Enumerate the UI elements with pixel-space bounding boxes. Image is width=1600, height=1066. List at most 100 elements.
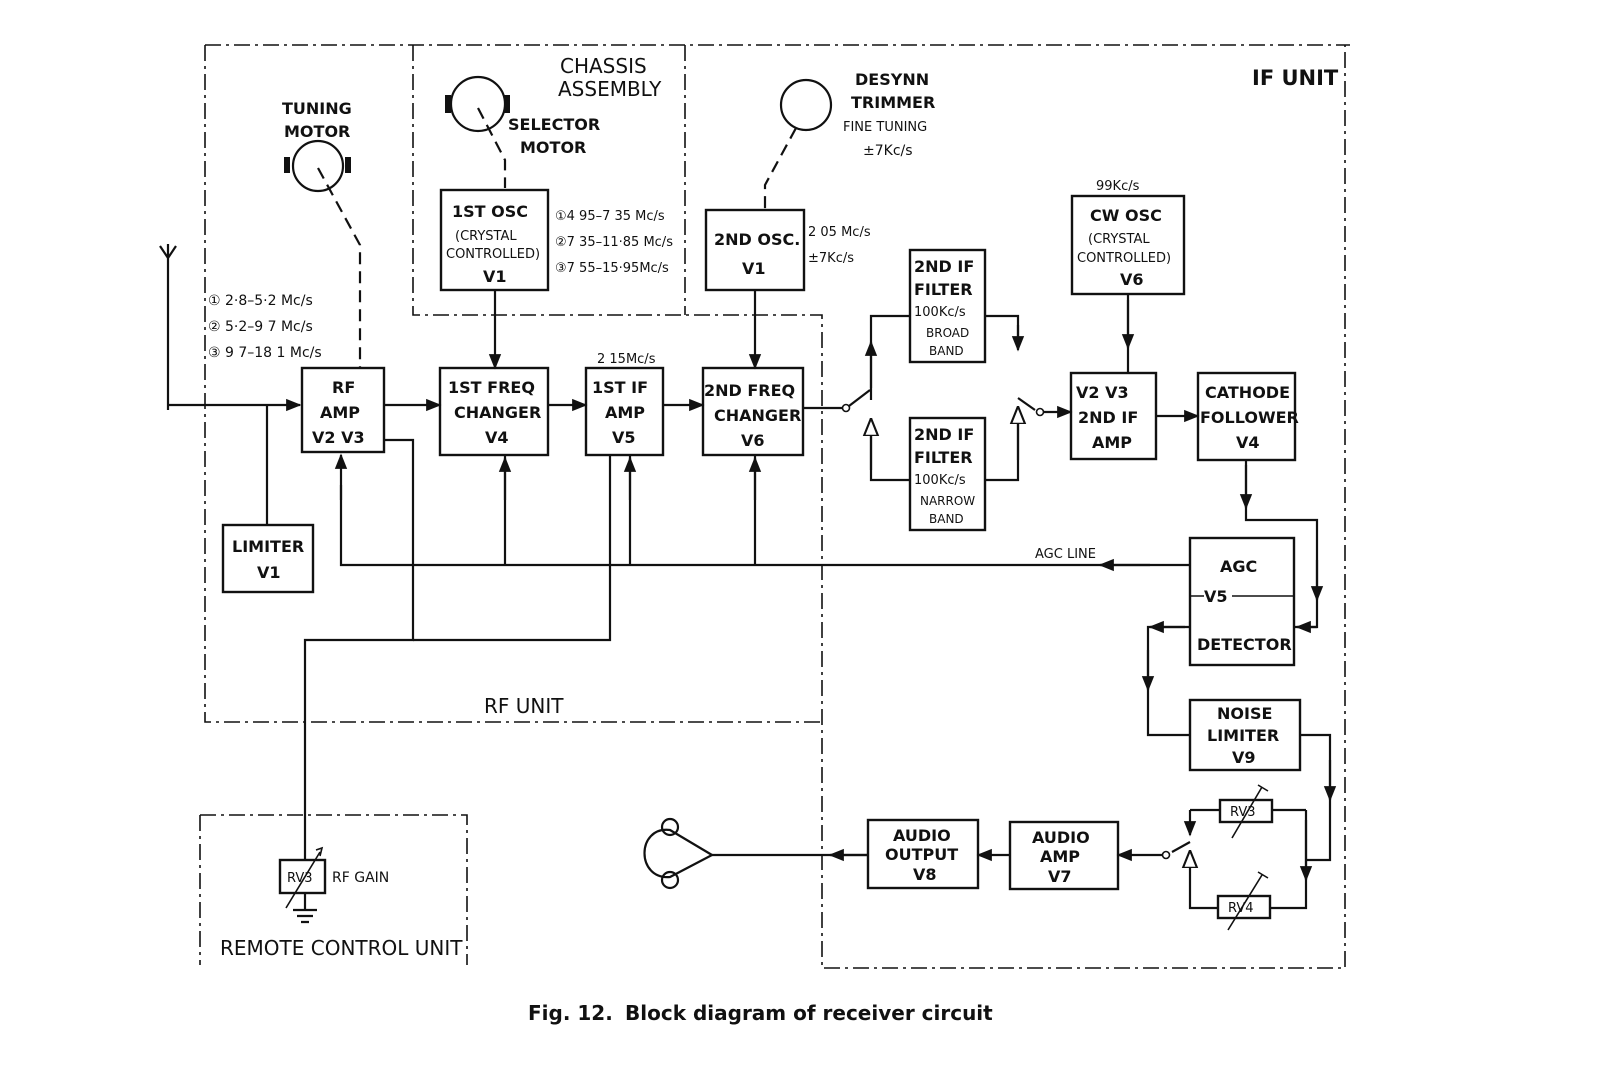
- svg-text:BAND: BAND: [929, 344, 964, 358]
- desynn-label-2: TRIMMER: [851, 93, 935, 112]
- svg-text:2ND FREQ: 2ND FREQ: [704, 381, 795, 400]
- limiter-block: LIMITER V1: [221, 523, 315, 594]
- svg-text:AUDIO: AUDIO: [1032, 828, 1090, 847]
- svg-text:OUTPUT: OUTPUT: [885, 845, 958, 864]
- svg-text:FILTER: FILTER: [914, 448, 973, 467]
- svg-text:CW OSC: CW OSC: [1090, 206, 1162, 225]
- rf-amp-block: RF AMP V2 V3: [300, 366, 386, 454]
- osc2-freq-2: ±7Kc/s: [808, 251, 854, 266]
- svg-text:V5: V5: [612, 428, 636, 447]
- rf-unit-label: RF UNIT: [484, 694, 564, 718]
- svg-text:V2 V3: V2 V3: [312, 428, 365, 447]
- desynn-label-4: ±7Kc/s: [863, 143, 913, 159]
- svg-text:2ND IF: 2ND IF: [914, 257, 974, 276]
- svg-text:1ST OSC: 1ST OSC: [452, 202, 528, 221]
- svg-text:NARROW: NARROW: [920, 494, 975, 508]
- chassis-label-2: ASSEMBLY: [558, 77, 662, 101]
- figure-title: Block diagram of receiver circuit: [625, 1001, 993, 1025]
- svg-text:AMP: AMP: [1040, 847, 1080, 866]
- svg-text:BROAD: BROAD: [926, 326, 969, 340]
- signal-path: [384, 290, 1337, 910]
- svg-text:CHANGER: CHANGER: [714, 406, 801, 425]
- svg-text:AMP: AMP: [605, 403, 645, 422]
- svg-text:V2 V3: V2 V3: [1076, 383, 1129, 402]
- svg-text:100Kc/s: 100Kc/s: [914, 473, 966, 488]
- svg-text:(CRYSTAL: (CRYSTAL: [1088, 232, 1150, 247]
- svg-text:V4: V4: [1236, 433, 1260, 452]
- svg-text:RV3: RV3: [287, 871, 313, 886]
- rf-gain-pot: RV3: [278, 846, 327, 924]
- agc-line-label: AGC LINE: [1035, 547, 1096, 562]
- svg-text:V8: V8: [913, 865, 937, 884]
- unit-boundaries: [199, 44, 1350, 969]
- svg-text:FILTER: FILTER: [914, 280, 973, 299]
- rf-range-1: ① 2·8–5·2 Mc/s: [208, 293, 313, 309]
- tuning-motor-label-2: MOTOR: [284, 122, 350, 141]
- osc1-range-2: ②7 35–11·85 Mc/s: [555, 235, 673, 250]
- svg-text:V4: V4: [485, 428, 509, 447]
- svg-text:2ND OSC.: 2ND OSC.: [714, 230, 800, 249]
- agc-wiring: [303, 438, 1190, 860]
- svg-text:V5: V5: [1204, 587, 1228, 606]
- first-if-amp-block: 1ST IF AMP V5: [584, 366, 665, 457]
- svg-text:FOLLOWER: FOLLOWER: [1200, 408, 1299, 427]
- first-freq-changer-block: 1ST FREQ CHANGER V4: [438, 366, 550, 457]
- svg-text:BAND: BAND: [929, 512, 964, 526]
- rf-range-3: ③ 9 7–18 1 Mc/s: [208, 345, 322, 361]
- osc2-freq-1: 2 05 Mc/s: [808, 225, 871, 240]
- svg-text:AMP: AMP: [1092, 433, 1132, 452]
- selector-motor-icon: [445, 75, 510, 133]
- if1-freq-label: 2 15Mc/s: [597, 352, 656, 367]
- cw-freq-label: 99Kc/s: [1096, 179, 1140, 194]
- svg-text:CONTROLLED): CONTROLLED): [1077, 251, 1171, 266]
- svg-text:V6: V6: [1120, 270, 1144, 289]
- if-filter-broad-block: 2ND IF FILTER 100Kc/s BROAD BAND: [908, 248, 987, 364]
- tuning-motor-icon: [284, 139, 351, 193]
- svg-text:AUDIO: AUDIO: [893, 826, 951, 845]
- if-unit-label: IF UNIT: [1252, 66, 1339, 90]
- selector-motor-label-2: MOTOR: [520, 138, 586, 157]
- svg-text:2ND IF: 2ND IF: [914, 425, 974, 444]
- noise-limiter-block: NOISE LIMITER V9: [1188, 698, 1302, 772]
- rv4-pot: RV4: [1216, 871, 1272, 931]
- svg-text:RV3: RV3: [1230, 805, 1256, 820]
- cw-osc-block: CW OSC (CRYSTAL CONTROLLED) V6: [1070, 194, 1186, 296]
- svg-text:V6: V6: [741, 431, 765, 450]
- svg-text:NOISE: NOISE: [1217, 704, 1272, 723]
- second-osc-block: 2ND OSC. V1: [704, 208, 806, 292]
- svg-text:LIMITER: LIMITER: [1207, 726, 1279, 745]
- if-filter-narrow-block: 2ND IF FILTER 100Kc/s NARROW BAND: [908, 416, 987, 532]
- audio-amp-block: AUDIO AMP V7: [1008, 820, 1120, 891]
- chassis-label-1: CHASSIS: [560, 54, 647, 78]
- desynn-trimmer-icon: [779, 78, 833, 132]
- svg-text:AGC: AGC: [1220, 557, 1257, 576]
- svg-text:RF: RF: [332, 378, 355, 397]
- svg-text:V1: V1: [483, 267, 507, 286]
- svg-text:AMP: AMP: [320, 403, 360, 422]
- osc1-range-3: ③7 55–15·95Mc/s: [555, 261, 669, 276]
- svg-text:V9: V9: [1232, 748, 1256, 767]
- svg-text:2ND IF: 2ND IF: [1078, 408, 1138, 427]
- svg-text:CONTROLLED): CONTROLLED): [446, 247, 540, 262]
- svg-text:V7: V7: [1048, 867, 1072, 886]
- rf-range-2: ② 5·2–9 7 Mc/s: [208, 319, 313, 335]
- tuning-motor-label-1: TUNING: [282, 99, 352, 118]
- svg-text:CHANGER: CHANGER: [454, 403, 541, 422]
- desynn-label-3: FINE TUNING: [843, 120, 927, 135]
- second-freq-changer-block: 2ND FREQ CHANGER V6: [701, 366, 805, 457]
- svg-text:V1: V1: [742, 259, 766, 278]
- svg-text:(CRYSTAL: (CRYSTAL: [455, 229, 517, 244]
- desynn-label-1: DESYNN: [855, 70, 929, 89]
- svg-text:CATHODE: CATHODE: [1205, 383, 1290, 402]
- rv3-pot: RV3: [1218, 784, 1274, 839]
- svg-text:1ST IF: 1ST IF: [592, 378, 648, 397]
- first-osc-block: 1ST OSC (CRYSTAL CONTROLLED) V1: [439, 188, 550, 292]
- second-if-amp-block: V2 V3 2ND IF AMP: [1069, 371, 1158, 461]
- audio-output-block: AUDIO OUTPUT V8: [866, 818, 980, 890]
- svg-text:V1: V1: [257, 563, 281, 582]
- remote-control-label: REMOTE CONTROL UNIT: [220, 936, 463, 960]
- svg-text:1ST FREQ: 1ST FREQ: [448, 378, 535, 397]
- rf-gain-label: RF GAIN: [332, 870, 389, 886]
- svg-text:LIMITER: LIMITER: [232, 537, 304, 556]
